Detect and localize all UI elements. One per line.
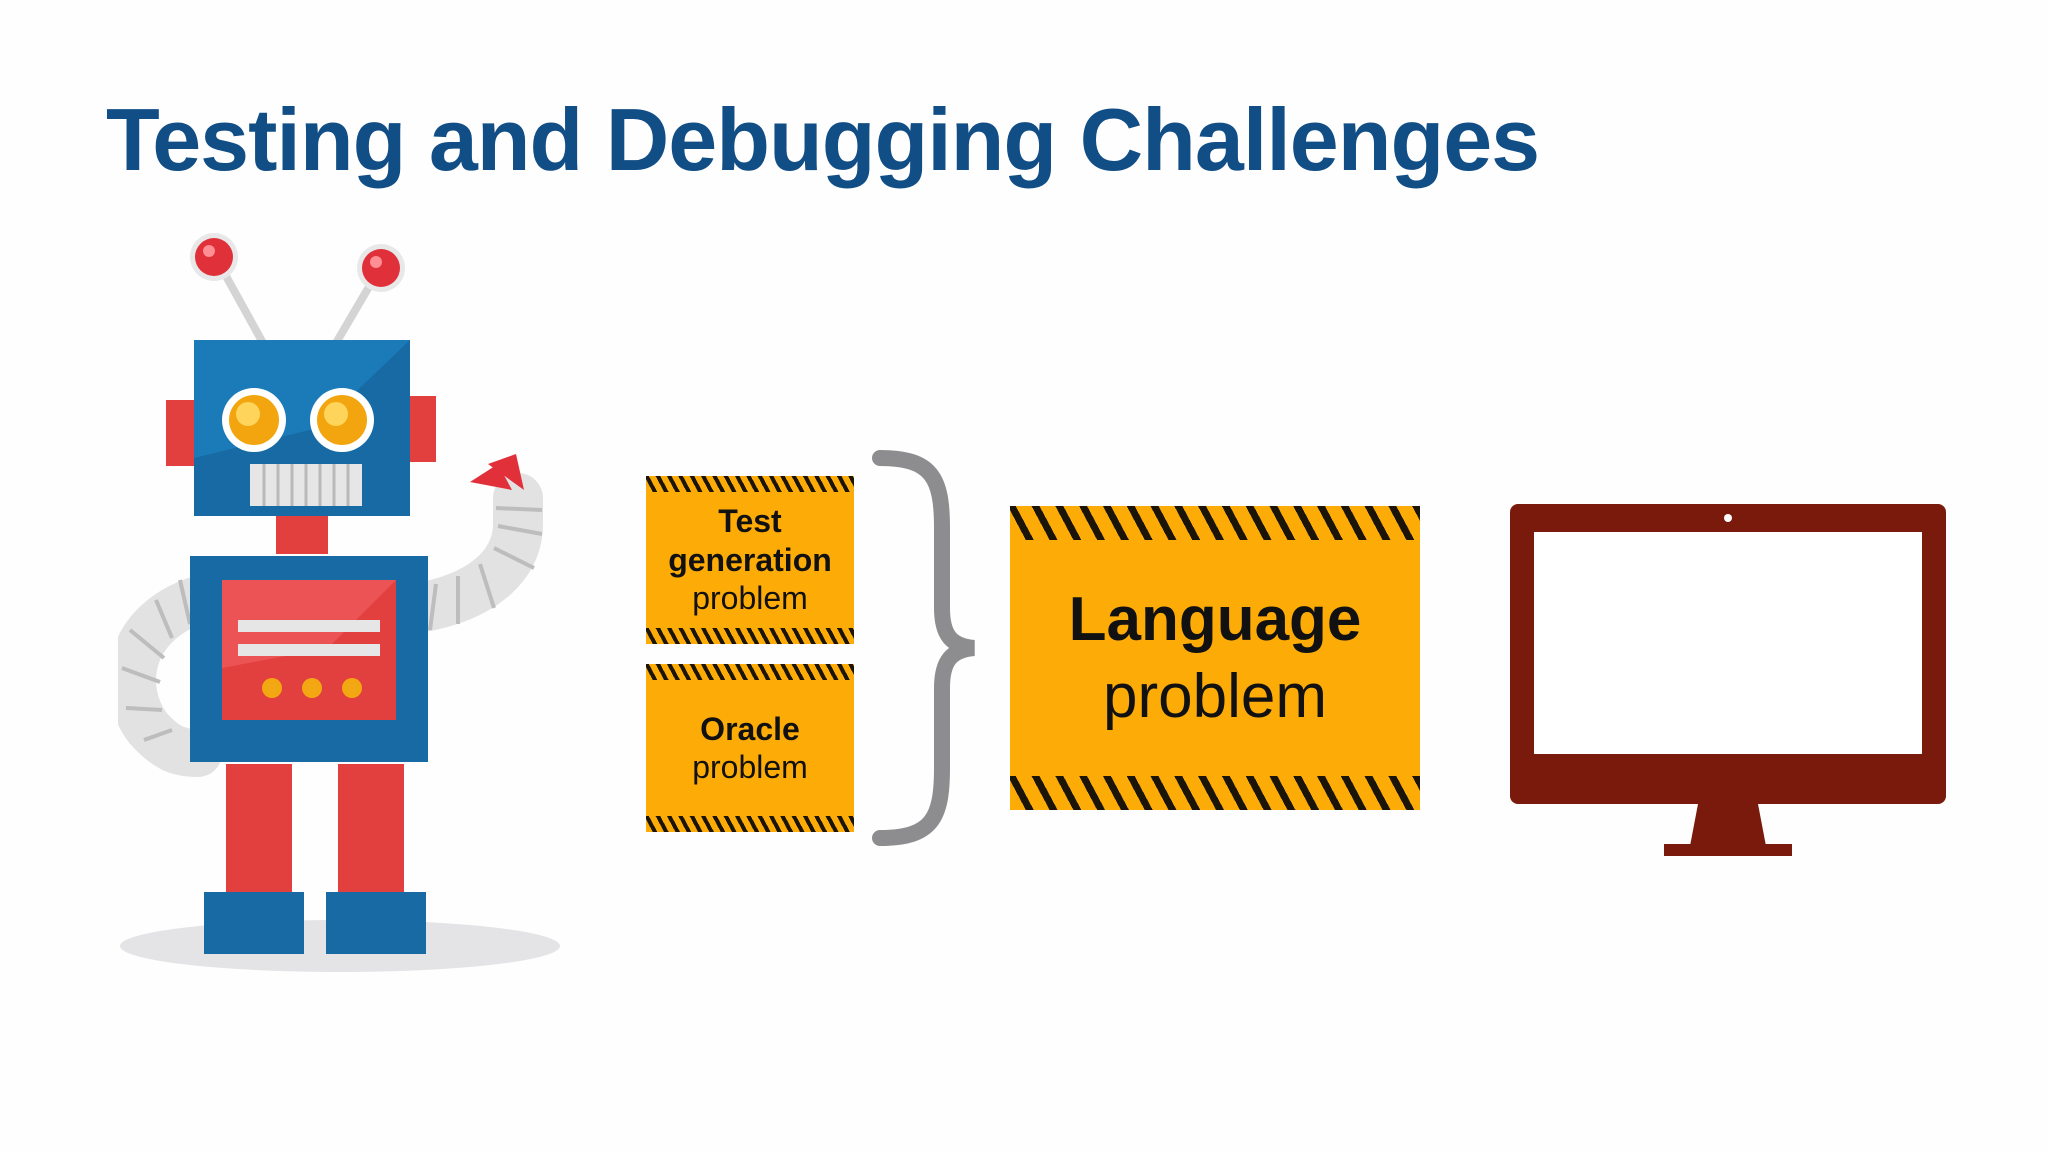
hazard-stripe-bottom	[646, 816, 854, 832]
language-line2: problem	[1103, 662, 1327, 731]
oracle-problem-box: Oracle problem	[646, 664, 854, 832]
hazard-stripe-bottom	[646, 628, 854, 644]
test-generation-line3: problem	[692, 580, 808, 617]
slide-title: Testing and Debugging Challenges	[106, 90, 1540, 189]
hazard-stripe-top	[1010, 506, 1420, 540]
hazard-stripe-top	[646, 476, 854, 492]
robot-icon	[118, 233, 560, 972]
curly-brace-icon	[872, 450, 976, 846]
test-generation-problem-box: Test generation problem	[646, 476, 854, 644]
test-generation-line2: generation	[668, 541, 832, 578]
oracle-line1: Oracle	[700, 710, 800, 747]
oracle-line2: problem	[692, 749, 808, 785]
language-line1: Language	[1068, 584, 1362, 654]
computer-monitor-icon	[1510, 504, 1946, 856]
test-generation-line1: Test	[718, 503, 782, 540]
hazard-stripe-bottom	[1010, 776, 1420, 810]
hazard-stripe-top	[646, 664, 854, 680]
language-problem-box: Language problem	[1010, 506, 1420, 810]
